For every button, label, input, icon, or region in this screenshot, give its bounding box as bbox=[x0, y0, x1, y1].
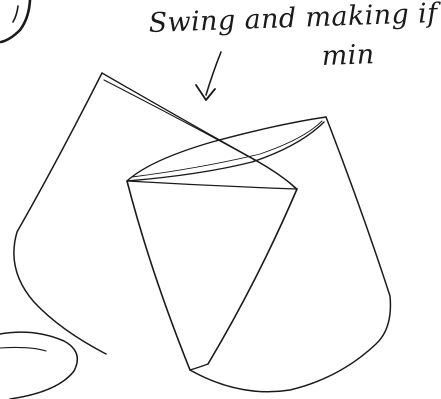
rim-ellipse-bottom bbox=[126, 121, 325, 182]
top-left-shape-inner-stroke bbox=[12, 5, 19, 23]
top-left-shape-outline bbox=[0, 0, 32, 44]
rim-ellipse-top bbox=[126, 116, 327, 182]
small-cup-left-side bbox=[126, 180, 191, 371]
annotation-line-1: Swing and making if bbox=[148, 0, 441, 39]
large-cup-right-side bbox=[189, 116, 392, 393]
rim-ellipse-inner-stroke bbox=[131, 120, 323, 178]
bottom-left-ellipse-outline bbox=[0, 331, 79, 399]
annotation-line-2: min bbox=[321, 39, 375, 72]
arrow-head bbox=[195, 84, 216, 101]
large-cup-left-side bbox=[13, 72, 107, 355]
bottom-left-ellipse-inner bbox=[0, 346, 47, 352]
small-cup-base bbox=[189, 363, 209, 371]
small-cup-rim bbox=[126, 180, 298, 190]
arrow-shaft bbox=[205, 51, 222, 96]
rim-ellipse bbox=[126, 116, 327, 182]
large-cup bbox=[13, 72, 392, 393]
large-cup-rim-inner bbox=[103, 79, 296, 189]
small-cup-right-side bbox=[207, 188, 298, 365]
small-cup bbox=[126, 180, 298, 371]
annotation-arrow bbox=[195, 51, 222, 101]
